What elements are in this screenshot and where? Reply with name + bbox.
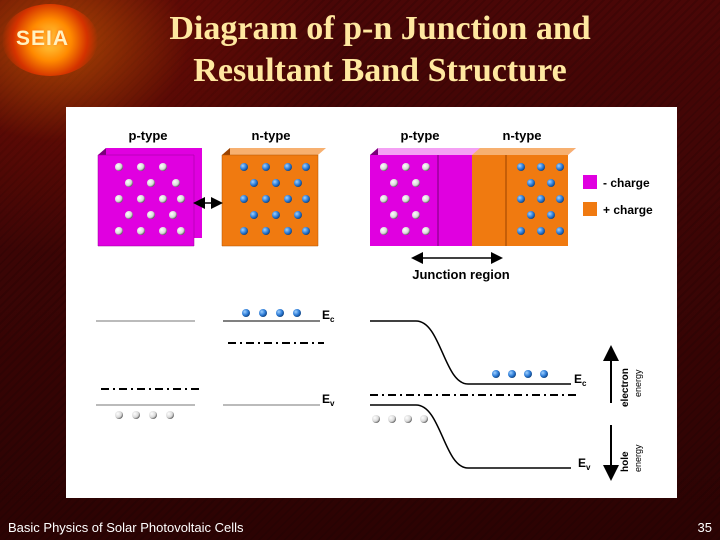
ec-label-right: Ec [574, 372, 587, 388]
diagram-panel: p-type n-type p-type n-type [66, 107, 677, 498]
ev-label-left: Ev [322, 392, 335, 408]
junction-holes [380, 163, 430, 235]
separate-band-diagram: Ec Ev [96, 308, 335, 419]
junction-block [370, 148, 576, 246]
electron-energy-label-2: energy [633, 369, 643, 397]
left-p-holes [115, 163, 185, 235]
ev-label-right: Ev [578, 456, 591, 472]
ec-label-left: Ec [322, 308, 335, 324]
slide-number: 35 [697, 520, 712, 535]
slide-title: Diagram of p-n Junction and Resultant Ba… [110, 8, 650, 92]
junction-conduction-band [370, 320, 571, 385]
left-n-type-block [221, 148, 326, 247]
electron-energy-axis: electron energy [603, 345, 643, 407]
junction-electrons [517, 163, 564, 235]
left-n-type-label: n-type [252, 128, 291, 143]
seia-logo: SEIA [16, 27, 70, 50]
left-p-type-label: p-type [129, 128, 168, 143]
hole-energy-axis: hole energy [603, 425, 643, 481]
footer-text: Basic Physics of Solar Photovoltaic Cell… [8, 520, 244, 535]
pn-junction-diagram: p-type n-type p-type n-type [96, 128, 653, 481]
legend-positive-label: + charge [603, 203, 653, 217]
junction-valence-band [370, 404, 571, 469]
sun-logo-icon [2, 4, 98, 76]
legend-negative-swatch [583, 175, 597, 189]
left-n-electrons [240, 163, 310, 235]
legend-negative-label: - charge [603, 176, 650, 190]
title-line-2: Resultant Band Structure [193, 52, 567, 89]
title-line-1: Diagram of p-n Junction and [169, 10, 591, 47]
left-p-type-block [97, 148, 202, 247]
right-p-type-label: p-type [401, 128, 440, 143]
hole-energy-label-1: hole [620, 451, 631, 472]
hole-energy-label-2: energy [633, 444, 643, 472]
junction-region-label: Junction region [412, 267, 510, 282]
electron-energy-label-1: electron [620, 368, 631, 407]
legend-positive-swatch [583, 202, 597, 216]
legend: - charge + charge [583, 175, 653, 217]
junction-band-diagram: Ec Ev [370, 320, 591, 472]
right-n-type-label: n-type [503, 128, 542, 143]
